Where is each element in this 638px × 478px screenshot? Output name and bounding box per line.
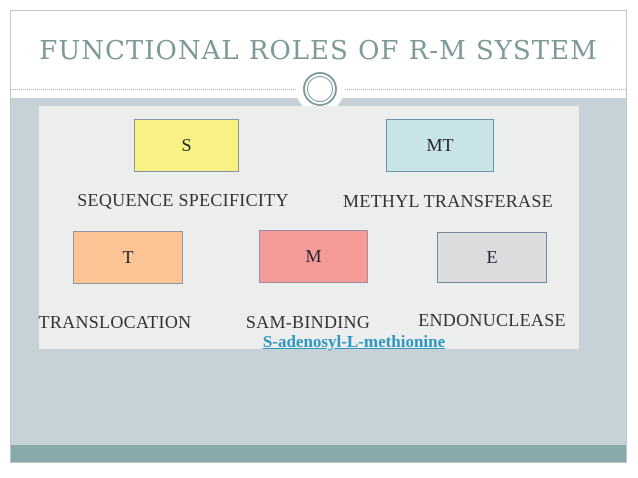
- label-sam-binding: SAM-BINDING: [245, 312, 371, 332]
- slide-footer-bar: [11, 445, 626, 462]
- box-sam-binding: M: [259, 230, 368, 283]
- box-abbr-t: T: [122, 247, 134, 267]
- label-translocation: TRANSLOCATION: [38, 312, 192, 332]
- presentation-slide: FUNCTIONAL ROLES OF R-M SYSTEM S MT SEQU…: [10, 10, 627, 463]
- box-endonuclease: E: [437, 232, 547, 283]
- box-abbr-m: M: [305, 246, 322, 266]
- box-abbr-e: E: [486, 247, 498, 267]
- circle-ornament-inner-ring: [307, 76, 333, 102]
- circle-ornament-icon: [303, 72, 337, 106]
- box-sequence-specificity: S: [134, 119, 239, 172]
- label-sequence-specificity: SEQUENCE SPECIFICITY: [77, 190, 289, 210]
- box-methyl-transferase: MT: [386, 119, 494, 172]
- box-translocation: T: [73, 231, 183, 284]
- box-abbr-s: S: [181, 135, 192, 155]
- diagram-panel: S MT SEQUENCE SPECIFICITY METHYL TRANSFE…: [38, 106, 579, 351]
- label-endonuclease: ENDONUCLEASE: [418, 310, 566, 330]
- sam-note-link[interactable]: S-adenosyl-L-methionine: [262, 332, 446, 351]
- label-methyl-transferase: METHYL TRANSFERASE: [343, 191, 553, 211]
- slide-title: FUNCTIONAL ROLES OF R-M SYSTEM: [39, 36, 598, 66]
- box-abbr-mt: MT: [426, 135, 454, 155]
